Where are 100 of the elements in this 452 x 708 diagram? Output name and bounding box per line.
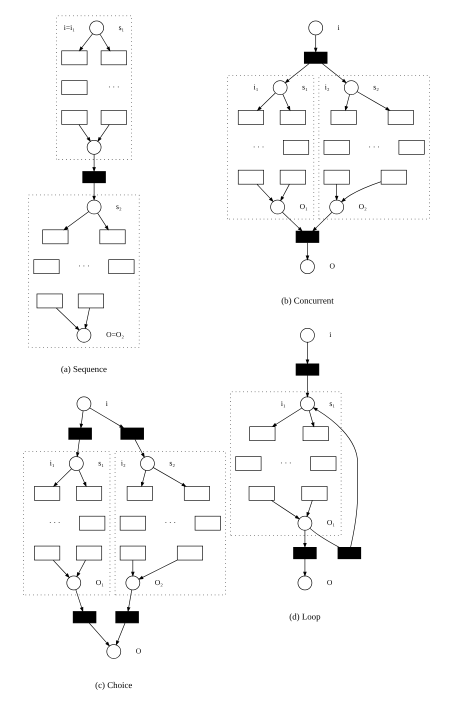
node-bar (303, 52, 327, 64)
node-circle (300, 396, 314, 412)
arrow (270, 500, 300, 520)
node-box (237, 110, 264, 125)
arrow (76, 560, 86, 578)
arrow (356, 91, 390, 111)
arrow (134, 439, 144, 458)
node-box (60, 110, 87, 125)
node-bar (82, 171, 106, 184)
node-circle (125, 576, 140, 590)
arrow (75, 439, 80, 458)
node-circle (328, 200, 344, 214)
arrow (88, 408, 124, 428)
arrow (79, 410, 83, 429)
arrow (152, 467, 186, 487)
arrow (322, 63, 346, 84)
node-box (126, 486, 152, 501)
arrow (55, 308, 80, 331)
node-box (380, 170, 406, 184)
arrow (130, 560, 134, 577)
node-box (60, 50, 87, 66)
node-box (32, 259, 59, 274)
arrow (138, 560, 177, 580)
node-box (234, 456, 261, 471)
label: (c) Choice (94, 680, 132, 690)
arrow (256, 184, 274, 202)
node-circle (297, 516, 312, 531)
node-bar (292, 547, 316, 560)
node-box (99, 230, 126, 244)
arrow (115, 622, 125, 646)
node-box (34, 546, 60, 560)
node-box (36, 294, 62, 308)
node-circle (76, 328, 91, 343)
arrow (302, 530, 306, 548)
arrow (280, 184, 290, 202)
arrow (99, 34, 110, 52)
arrow (344, 94, 350, 112)
arrow (282, 212, 302, 232)
arrow (312, 407, 358, 548)
node-circle (300, 259, 314, 274)
node-box (76, 486, 102, 501)
node-box (300, 486, 327, 501)
node-box (323, 140, 350, 155)
node-circle (308, 20, 323, 36)
arrow (92, 182, 96, 201)
node-circle (66, 576, 81, 590)
arrow (302, 558, 306, 577)
node-bar (72, 611, 96, 624)
node-box (34, 486, 60, 501)
node-circle (272, 80, 287, 95)
label: (b) Concurrent (280, 295, 334, 306)
node-box (330, 110, 356, 125)
node-box (279, 110, 306, 125)
node-box (60, 80, 87, 95)
arrow (313, 34, 317, 53)
node-circle (88, 20, 104, 36)
node-box (108, 259, 134, 274)
node-box (237, 170, 264, 184)
arrow (256, 92, 276, 112)
node-circle (140, 456, 154, 471)
node-box (119, 546, 146, 560)
arrow (75, 590, 83, 612)
cluster (56, 16, 132, 160)
label: (d) Loop (288, 612, 320, 622)
node-box (302, 426, 328, 441)
node-box (310, 456, 336, 471)
arrow (305, 342, 309, 365)
arrow (126, 590, 132, 612)
arrow (271, 408, 302, 428)
node-box (323, 170, 350, 184)
node-bar (295, 230, 319, 243)
arrow (340, 181, 381, 202)
arrow (306, 500, 312, 518)
connector (309, 528, 340, 548)
node-box (77, 294, 104, 308)
node-bar (295, 364, 319, 376)
node-box (176, 546, 202, 560)
node-box (387, 110, 414, 125)
arrow (96, 212, 108, 231)
arrow (52, 560, 70, 578)
arrow (312, 212, 332, 232)
node-box (42, 230, 68, 244)
node-bar (337, 547, 361, 560)
node-bar (120, 428, 144, 440)
node-box (119, 516, 146, 531)
cluster (318, 75, 430, 220)
node-bar (68, 428, 92, 440)
node-circle (270, 200, 284, 214)
node-box (100, 50, 126, 66)
arrow (62, 211, 89, 230)
arrow (305, 375, 309, 398)
arrow (334, 184, 338, 201)
cluster (226, 75, 314, 220)
node-box (194, 516, 220, 531)
arrow (88, 622, 110, 647)
node-box (78, 516, 105, 531)
node-box (282, 140, 309, 155)
arrow (78, 124, 90, 142)
arrow (308, 410, 314, 428)
node-circle (106, 644, 121, 659)
